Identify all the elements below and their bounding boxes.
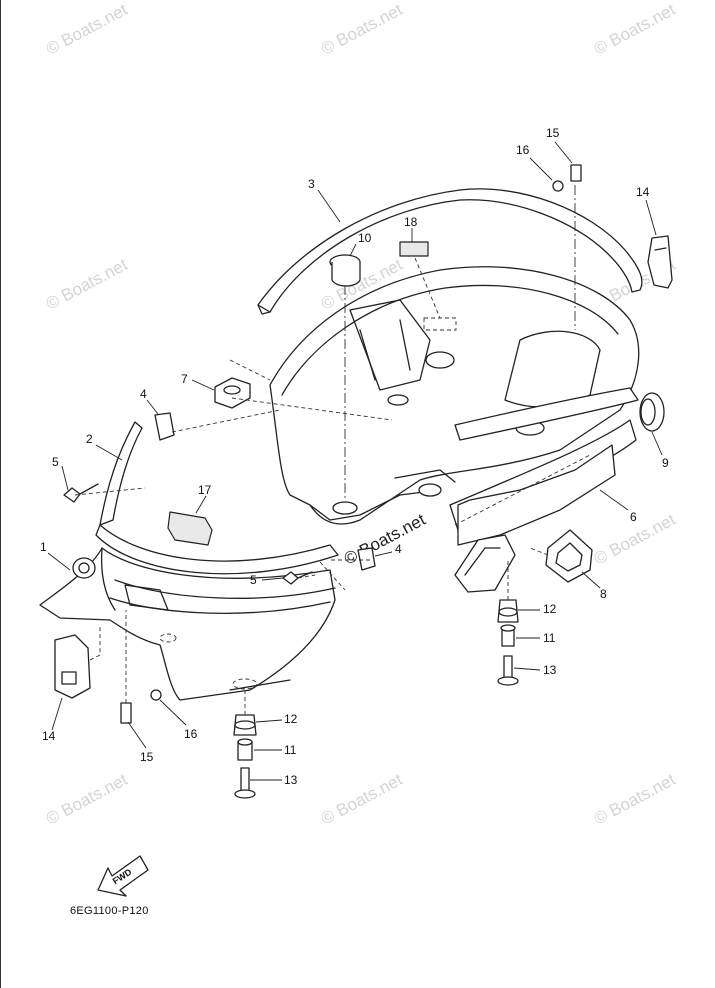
- callout-15: 15: [546, 126, 560, 140]
- part-7-grommet: [214, 377, 251, 409]
- callout-5: 5: [52, 455, 59, 469]
- callout-8: 8: [600, 587, 607, 601]
- callout-12: 12: [284, 712, 298, 726]
- callout-7: 7: [181, 372, 188, 386]
- part-5-screws: [63, 483, 313, 585]
- watermark: © Boats.net: [318, 0, 406, 59]
- part-8-grommet: [545, 529, 593, 583]
- callout-16: 16: [516, 143, 530, 157]
- part-9-grommet: [639, 392, 665, 432]
- watermark: © Boats.net: [43, 255, 131, 314]
- assembly-lines: [74, 185, 591, 715]
- part-15-16-lower: [120, 689, 162, 724]
- part-1-bottom-cowling-lower: [39, 547, 336, 701]
- part-6-trim-strip: [449, 387, 639, 546]
- callout-16: 16: [184, 727, 198, 741]
- watermark: © Boats.net: [43, 0, 131, 59]
- watermark: © Boats.net: [318, 770, 406, 829]
- callout-14: 14: [42, 729, 56, 743]
- callout-11: 11: [284, 743, 297, 757]
- callout-1: 1: [40, 540, 47, 554]
- callout-12: 12: [543, 602, 557, 616]
- callout-18: 18: [404, 215, 418, 229]
- watermark: © Boats.net: [43, 770, 131, 829]
- callout-10: 10: [358, 231, 372, 245]
- watermark: © Boats.net: [591, 0, 679, 59]
- callout-9: 9: [662, 456, 669, 470]
- part-15-16-upper: [552, 164, 582, 192]
- mount-stack-right: [497, 599, 519, 686]
- callout-14: 14: [636, 185, 650, 199]
- callout-15: 15: [140, 750, 154, 764]
- callout-17: 17: [198, 483, 212, 497]
- part-14-clip: [647, 235, 673, 289]
- callout-3: 3: [308, 177, 315, 191]
- callout-4: 4: [140, 387, 147, 401]
- callout-2: 2: [86, 432, 93, 446]
- part-4-brackets: [154, 412, 376, 571]
- leader-lines: [47, 141, 663, 781]
- part-2-trim-strip: [95, 421, 339, 575]
- watermark: © Boats.net: [591, 770, 679, 829]
- callout-5: 5: [250, 573, 257, 587]
- callout-11: 11: [543, 631, 556, 645]
- callout-4: 4: [395, 542, 402, 556]
- callout-6: 6: [630, 510, 637, 524]
- callouts: 3 10 18 15 16 14 9 6 8 12 11 13 12 11 13…: [40, 126, 669, 787]
- callout-13: 13: [284, 773, 298, 787]
- callout-13: 13: [543, 663, 557, 677]
- part-10-plug: [329, 254, 361, 287]
- fwd-arrow: FWD: [97, 855, 149, 897]
- part-17-pad: [167, 511, 213, 546]
- page-border: [0, 0, 1, 988]
- part-14-clip-lower: [54, 634, 91, 699]
- mount-stack-left: [233, 714, 257, 799]
- part-3-trim-strip: [257, 188, 643, 315]
- diagram-code: 6EG1100-P120: [70, 905, 149, 917]
- side-bracket: [454, 534, 516, 593]
